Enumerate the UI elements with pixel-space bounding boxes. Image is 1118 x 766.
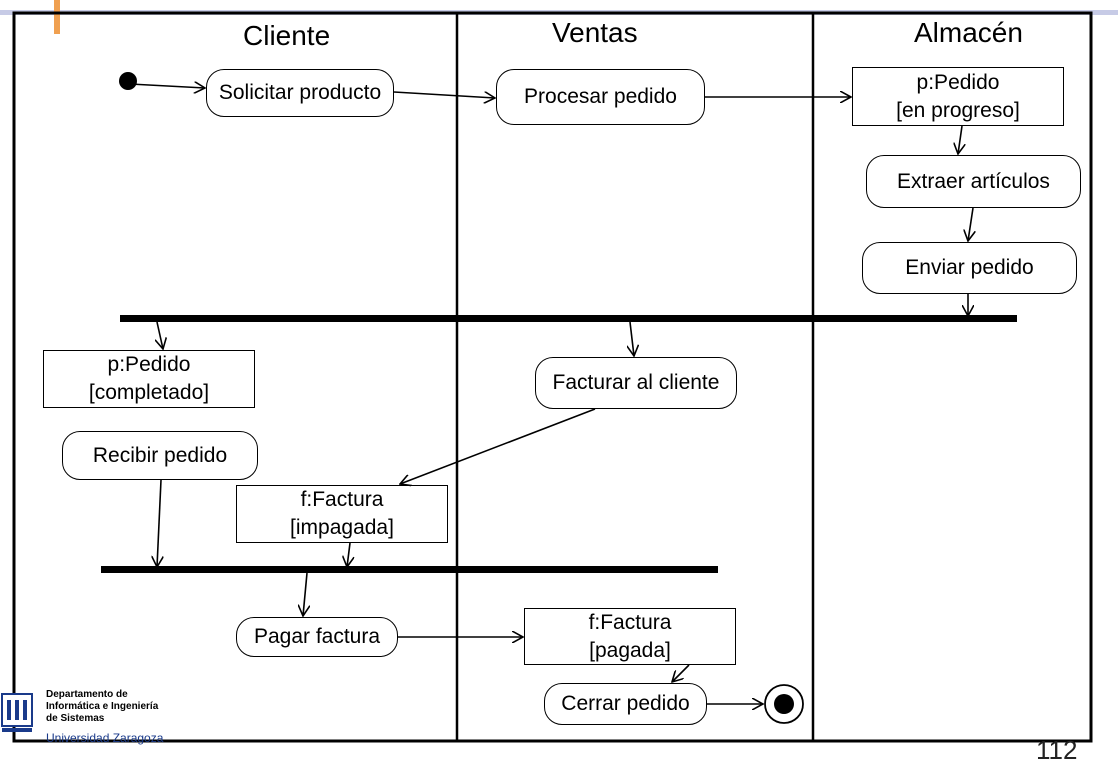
- flow-facturar-factura: [400, 408, 596, 484]
- flow-join-pagar: [303, 572, 307, 616]
- flow-factura-join: [347, 542, 350, 567]
- lane-title-cliente: Cliente: [243, 20, 331, 51]
- object-state: [pagada]: [589, 638, 671, 662]
- flow-recibir-join: [157, 479, 161, 567]
- action-extraer-articulos[interactable]: Extraer artículos: [866, 155, 1081, 208]
- department-name: Departamento de Informática e Ingeniería…: [46, 689, 158, 725]
- action-procesar-pedido[interactable]: Procesar pedido: [496, 69, 705, 125]
- object-state: [impagada]: [290, 516, 394, 539]
- flow-pedido-extraer: [958, 125, 962, 154]
- final-node-inner: [774, 694, 794, 714]
- action-cerrar-pedido[interactable]: Cerrar pedido: [544, 683, 707, 725]
- action-pagar-factura[interactable]: Pagar factura: [236, 617, 398, 657]
- lane-title-ventas: Ventas: [552, 17, 638, 48]
- object-name: f:Factura: [300, 488, 384, 511]
- page-number: 112: [1036, 735, 1078, 765]
- join-bar: [101, 566, 718, 573]
- fork-bar: [120, 315, 1017, 322]
- initial-node: [119, 72, 137, 90]
- university-name: Universidad Zaragoza: [46, 731, 164, 745]
- action-enviar-pedido[interactable]: Enviar pedido: [862, 242, 1077, 294]
- object-state: [en progreso]: [896, 98, 1020, 122]
- flow-factura-cerrar: [672, 664, 690, 682]
- lane-title-almacen: Almacén: [914, 17, 1023, 48]
- flow-fork-facturar: [630, 321, 634, 356]
- flow-fork-pedido-completado: [157, 321, 163, 349]
- object-name: p:Pedido: [916, 70, 1000, 94]
- object-name: p:Pedido: [107, 353, 191, 376]
- action-solicitar-producto[interactable]: Solicitar producto: [206, 69, 394, 117]
- object-factura-impagada[interactable]: f:Factura [impagada]: [236, 485, 448, 543]
- department-line-3: de Sistemas: [46, 713, 105, 724]
- object-pedido-en-progreso[interactable]: p:Pedido [en progreso]: [852, 67, 1064, 126]
- flow-solicitar-procesar: [393, 91, 495, 98]
- slide-accent-mark: [54, 0, 60, 34]
- object-name: f:Factura: [588, 610, 672, 634]
- flow-extraer-enviar: [968, 207, 973, 241]
- object-factura-pagada[interactable]: f:Factura [pagada]: [524, 608, 736, 665]
- department-line-2: Informática e Ingeniería: [46, 701, 159, 712]
- flow-start-solicitar: [129, 84, 205, 88]
- university-crest-icon: [1, 693, 33, 732]
- object-state: [completado]: [88, 381, 210, 404]
- action-recibir-pedido[interactable]: Recibir pedido: [62, 431, 258, 480]
- object-pedido-completado[interactable]: p:Pedido [completado]: [43, 350, 255, 408]
- department-line-1: Departamento de: [46, 689, 128, 700]
